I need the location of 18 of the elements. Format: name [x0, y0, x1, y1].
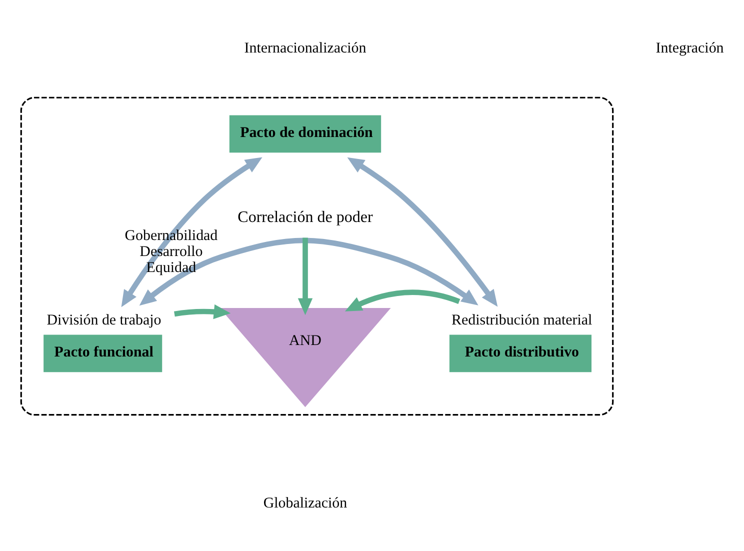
node-text: Correlación de poder	[238, 208, 373, 226]
node-box: Pacto distributivo	[449, 334, 592, 372]
node-label: Redistribución material	[452, 312, 592, 328]
arrow	[298, 237, 313, 315]
arrow	[121, 156, 262, 307]
node-label: Equidad	[146, 259, 196, 276]
label: Internacionalización	[244, 40, 366, 56]
node-label: División de trabajo	[46, 312, 162, 328]
node-label: Gobernabilidad	[124, 227, 218, 244]
label: Globalización	[263, 494, 348, 511]
node-label: Desarrollo	[140, 243, 203, 260]
cluster	[20, 96, 614, 416]
label: Integración	[656, 40, 724, 56]
arrow	[347, 156, 498, 306]
node-box: Pacto funcional	[44, 334, 162, 372]
arrow	[344, 289, 460, 311]
arrow	[139, 237, 478, 306]
node-box: Pacto de dominación	[229, 114, 382, 152]
